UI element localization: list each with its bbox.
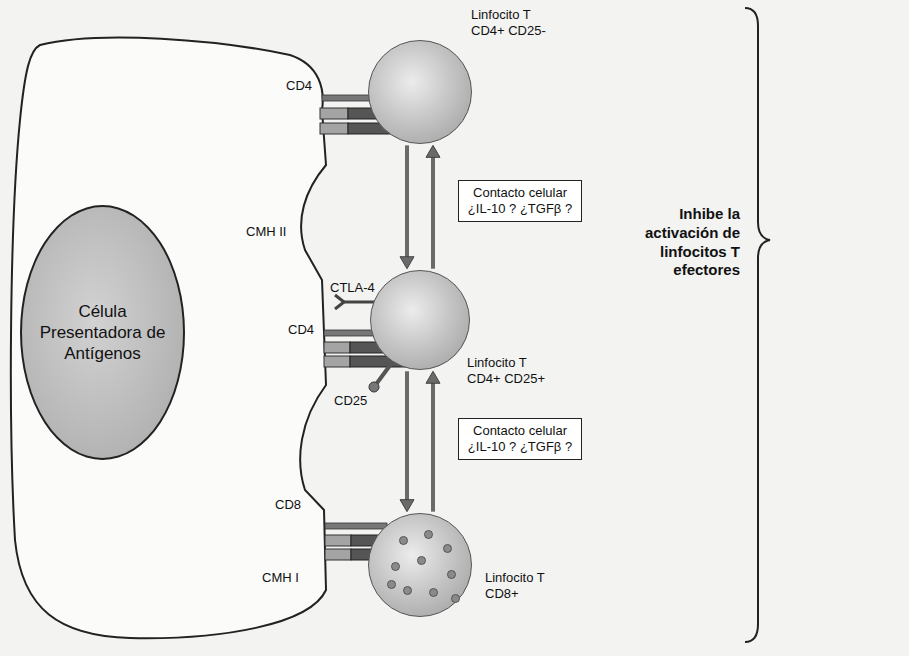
- arrow-head: [426, 145, 440, 157]
- arrow-shaft: [431, 155, 435, 268]
- arrow-shaft: [431, 381, 435, 511]
- granule-dot: [403, 586, 412, 595]
- molecule-label: CMH I: [262, 570, 299, 586]
- granule-dot: [429, 588, 438, 597]
- molecule-label: CTLA-4: [330, 280, 375, 296]
- arrow-shaft: [405, 145, 409, 258]
- signal-arrow: [400, 145, 414, 268]
- molecule-label: CD8: [275, 497, 301, 513]
- grouping-bracket: [745, 8, 770, 642]
- cell-name: Célula Presentadora de Antígenos: [39, 301, 167, 365]
- molecule-label: CD25: [334, 393, 367, 409]
- molecule-label: CD4: [288, 322, 314, 338]
- granule-dot: [417, 556, 426, 565]
- signal-arrow: [400, 371, 414, 511]
- granule-dot: [424, 530, 433, 539]
- note-box: Contacto celular ¿IL-10 ? ¿TGFβ ?: [458, 418, 582, 460]
- granule-dot: [447, 570, 456, 579]
- granule-dot: [451, 594, 460, 603]
- effect-note: Inhibe la activación de linfocitos T efe…: [642, 205, 740, 280]
- granule-dot: [391, 562, 400, 571]
- lymphocyte-cell: Linfocito T CD4+ CD25+: [370, 270, 470, 370]
- cell-label: Linfocito T CD8+: [485, 570, 545, 602]
- signal-arrow: [426, 145, 440, 268]
- cell-nucleus: Célula Presentadora de Antígenos: [20, 205, 185, 460]
- lymphocyte-cell: Linfocito T CD8+: [368, 513, 472, 617]
- arrow-shaft: [405, 371, 409, 501]
- cell-label: Linfocito T CD4+ CD25-: [471, 7, 555, 39]
- cell-label: Linfocito T CD4+ CD25+: [467, 355, 553, 387]
- antigen-presenting-cell: [11, 38, 326, 639]
- arrow-head: [426, 371, 440, 383]
- lymphocyte-cell: Linfocito T CD4+ CD25-: [368, 40, 472, 144]
- note-box: Contacto celular ¿IL-10 ? ¿TGFβ ?: [458, 180, 582, 222]
- granule-dot: [443, 544, 452, 553]
- molecule-label: CD4: [286, 78, 312, 94]
- arrow-head: [400, 257, 414, 269]
- granule-dot: [399, 536, 408, 545]
- signal-arrow: [426, 371, 440, 511]
- arrow-head: [400, 500, 414, 512]
- granule-dot: [387, 580, 396, 589]
- note-text: Contacto celular ¿IL-10 ? ¿TGFβ ?: [466, 185, 574, 217]
- note-text: Contacto celular ¿IL-10 ? ¿TGFβ ?: [466, 423, 574, 455]
- molecule-label: CMH II: [246, 224, 286, 240]
